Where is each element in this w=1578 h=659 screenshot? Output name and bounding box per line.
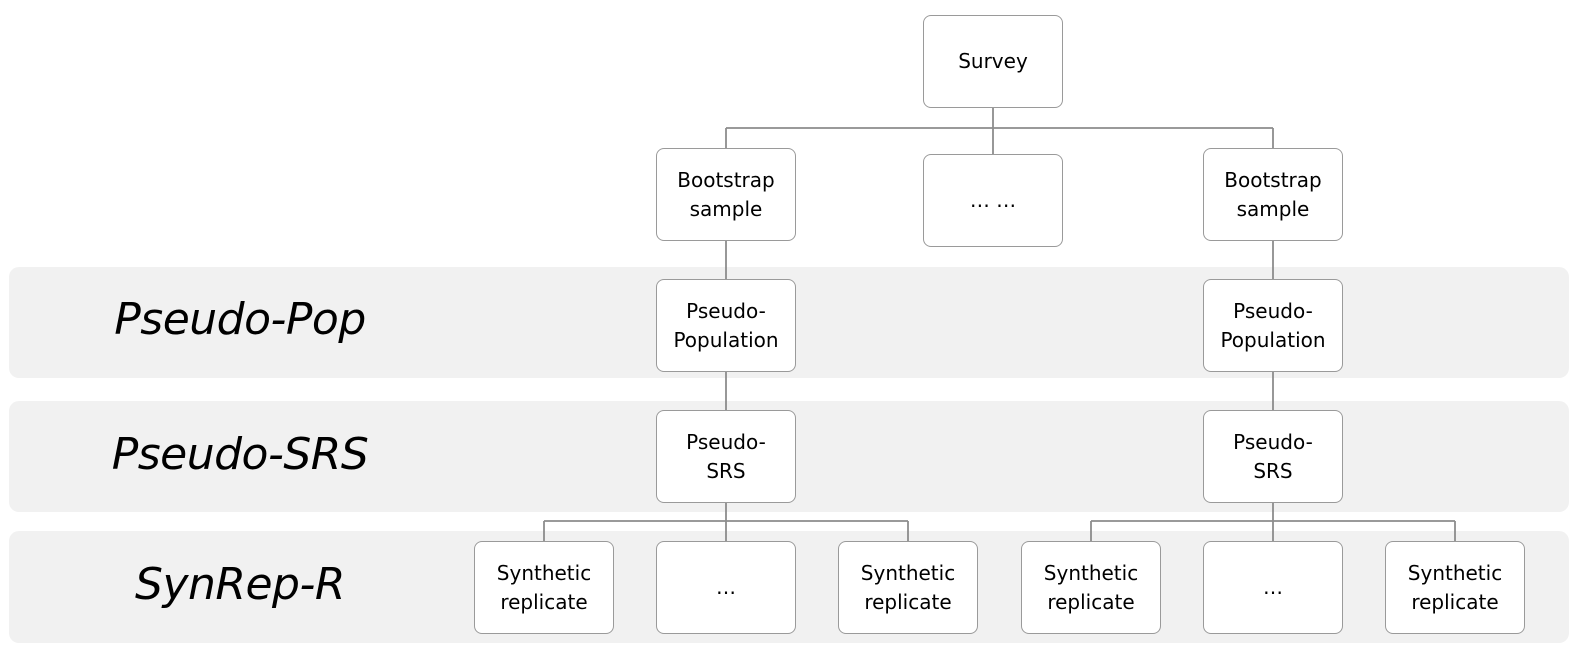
node-synthetic-ellipsis-left: … [656,541,796,634]
node-synthetic-replicate-left-2: Synthetic replicate [838,541,978,634]
node-synthetic-replicate-left-1: Synthetic replicate [474,541,614,634]
node-bootstrap-ellipsis: … … [923,154,1063,247]
node-synthetic-ellipsis-right: … [1203,541,1343,634]
node-synthetic-replicate-right-1: Synthetic replicate [1021,541,1161,634]
node-survey: Survey [923,15,1063,108]
band-label-pseudo-srs: Pseudo-SRS [111,429,369,480]
band-label-pseudo-pop: Pseudo-Pop [114,294,366,345]
node-pseudo-population-left: Pseudo- Population [656,279,796,372]
node-bootstrap-sample-right: Bootstrap sample [1203,148,1343,241]
band-label-synrep-r: SynRep-R [135,559,345,610]
node-pseudo-population-right: Pseudo- Population [1203,279,1343,372]
node-bootstrap-sample-left: Bootstrap sample [656,148,796,241]
node-pseudo-srs-right: Pseudo- SRS [1203,410,1343,503]
node-pseudo-srs-left: Pseudo- SRS [656,410,796,503]
node-synthetic-replicate-right-2: Synthetic replicate [1385,541,1525,634]
